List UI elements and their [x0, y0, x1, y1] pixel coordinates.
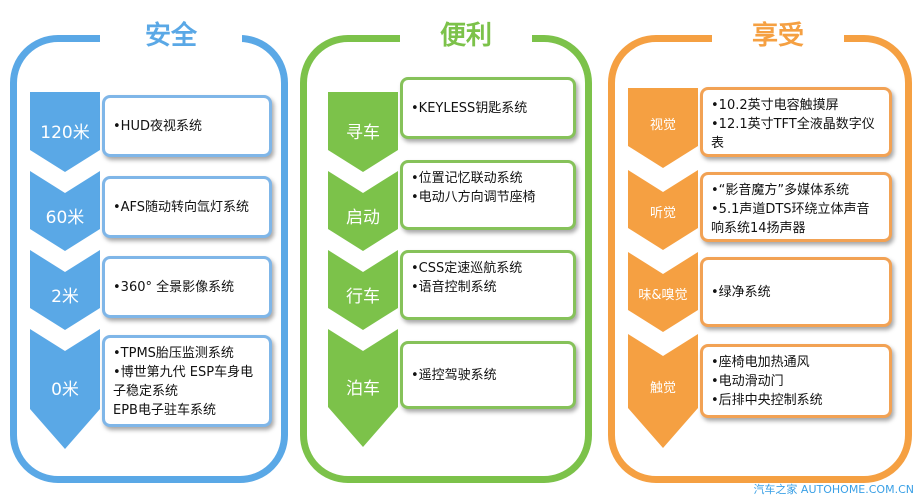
- safety-feature-box-4: •TPMS胎压监测系统 •博世第九代 ESP车身电子稳定系统 EPB电子驻车系统: [102, 335, 272, 427]
- feature-item: •绿净系统: [711, 284, 771, 300]
- feature-item: •电动滑动门: [711, 374, 784, 389]
- convenience-chevron-label: 行车: [346, 287, 380, 307]
- safety-title: 安全: [100, 14, 242, 58]
- enjoy-chevron-label: 味&嗅觉: [638, 288, 688, 303]
- safety-feature-box-3: •360° 全景影像系统: [102, 256, 272, 318]
- feature-item: •座椅电加热通风: [711, 355, 810, 370]
- feature-item: •5.1声道DTS环绕立体声音响系统14扬声器: [711, 202, 870, 236]
- feature-item: •KEYLESS钥匙系统: [411, 100, 528, 116]
- enjoy-title: 享受: [712, 14, 844, 58]
- enjoy-chevron-label: 听觉: [649, 206, 676, 221]
- feature-item: •10.2英寸电容触摸屏: [711, 98, 839, 113]
- safety-chevron-label: 2米: [51, 287, 79, 307]
- safety-chevron-3: 2米: [30, 250, 100, 330]
- feature-item: •语音控制系统: [411, 280, 497, 295]
- enjoy-chevron-4: 触觉: [628, 334, 698, 448]
- safety-chevron-4: 0米: [30, 329, 100, 449]
- feature-item: •AFS随动转向氙灯系统: [113, 199, 250, 215]
- convenience-feature-box-3: •CSS定速巡航系统 •语音控制系统: [400, 250, 576, 320]
- convenience-feature-box-2: •位置记忆联动系统 •电动八方向调节座椅: [400, 160, 576, 230]
- feature-item: •HUD夜视系统: [113, 118, 202, 134]
- enjoy-chevron-1: 视觉: [628, 88, 698, 168]
- enjoy-chevron-3: 味&嗅觉: [628, 252, 698, 332]
- convenience-title: 便利: [400, 14, 532, 58]
- convenience-chevron-2: 启动: [328, 171, 398, 251]
- feature-item: EPB电子驻车系统: [113, 403, 216, 418]
- feature-item: •360° 全景影像系统: [113, 279, 235, 295]
- convenience-chevron-label: 启动: [346, 208, 380, 228]
- enjoy-chevron-label: 触觉: [649, 381, 676, 396]
- safety-chevron-label: 120米: [40, 123, 90, 143]
- convenience-feature-box-1: •KEYLESS钥匙系统: [400, 77, 576, 139]
- feature-item: •位置记忆联动系统: [411, 171, 523, 186]
- safety-chevron-2: 60米: [30, 171, 100, 251]
- enjoy-feature-box-2: •“影音魔方”多媒体系统 •5.1声道DTS环绕立体声音响系统14扬声器: [700, 172, 892, 242]
- convenience-chevron-label: 寻车: [346, 123, 380, 143]
- feature-item: •博世第九代 ESP车身电子稳定系统: [113, 365, 254, 399]
- safety-feature-box-1: •HUD夜视系统: [102, 95, 272, 157]
- safety-feature-box-2: •AFS随动转向氙灯系统: [102, 176, 272, 238]
- convenience-chevron-4: 泊车: [328, 329, 398, 447]
- convenience-chevron-3: 行车: [328, 250, 398, 330]
- enjoy-feature-box-3: •绿净系统: [700, 257, 892, 327]
- feature-item: •电动八方向调节座椅: [411, 190, 536, 205]
- enjoy-chevron-2: 听觉: [628, 170, 698, 250]
- feature-item: •遥控驾驶系统: [411, 367, 497, 383]
- feature-item: •12.1英寸TFT全液晶数字仪表: [711, 117, 875, 151]
- enjoy-feature-box-4: •座椅电加热通风 •电动滑动门 •后排中央控制系统: [700, 344, 892, 418]
- feature-item: •CSS定速巡航系统: [411, 261, 523, 276]
- watermark: 汽车之家 AUTOHOME.COM.CN: [753, 483, 914, 496]
- feature-item: •“影音魔方”多媒体系统: [711, 183, 850, 198]
- convenience-feature-box-4: •遥控驾驶系统: [400, 341, 576, 409]
- safety-chevron-label: 0米: [51, 380, 79, 400]
- enjoy-feature-box-1: •10.2英寸电容触摸屏 •12.1英寸TFT全液晶数字仪表: [700, 87, 892, 157]
- convenience-chevron-1: 寻车: [328, 92, 398, 172]
- safety-chevron-1: 120米: [30, 92, 100, 172]
- safety-chevron-label: 60米: [45, 208, 85, 228]
- convenience-chevron-label: 泊车: [346, 379, 380, 399]
- enjoy-chevron-label: 视觉: [649, 118, 676, 133]
- feature-item: •后排中央控制系统: [711, 393, 823, 408]
- feature-item: •TPMS胎压监测系统: [113, 346, 234, 361]
